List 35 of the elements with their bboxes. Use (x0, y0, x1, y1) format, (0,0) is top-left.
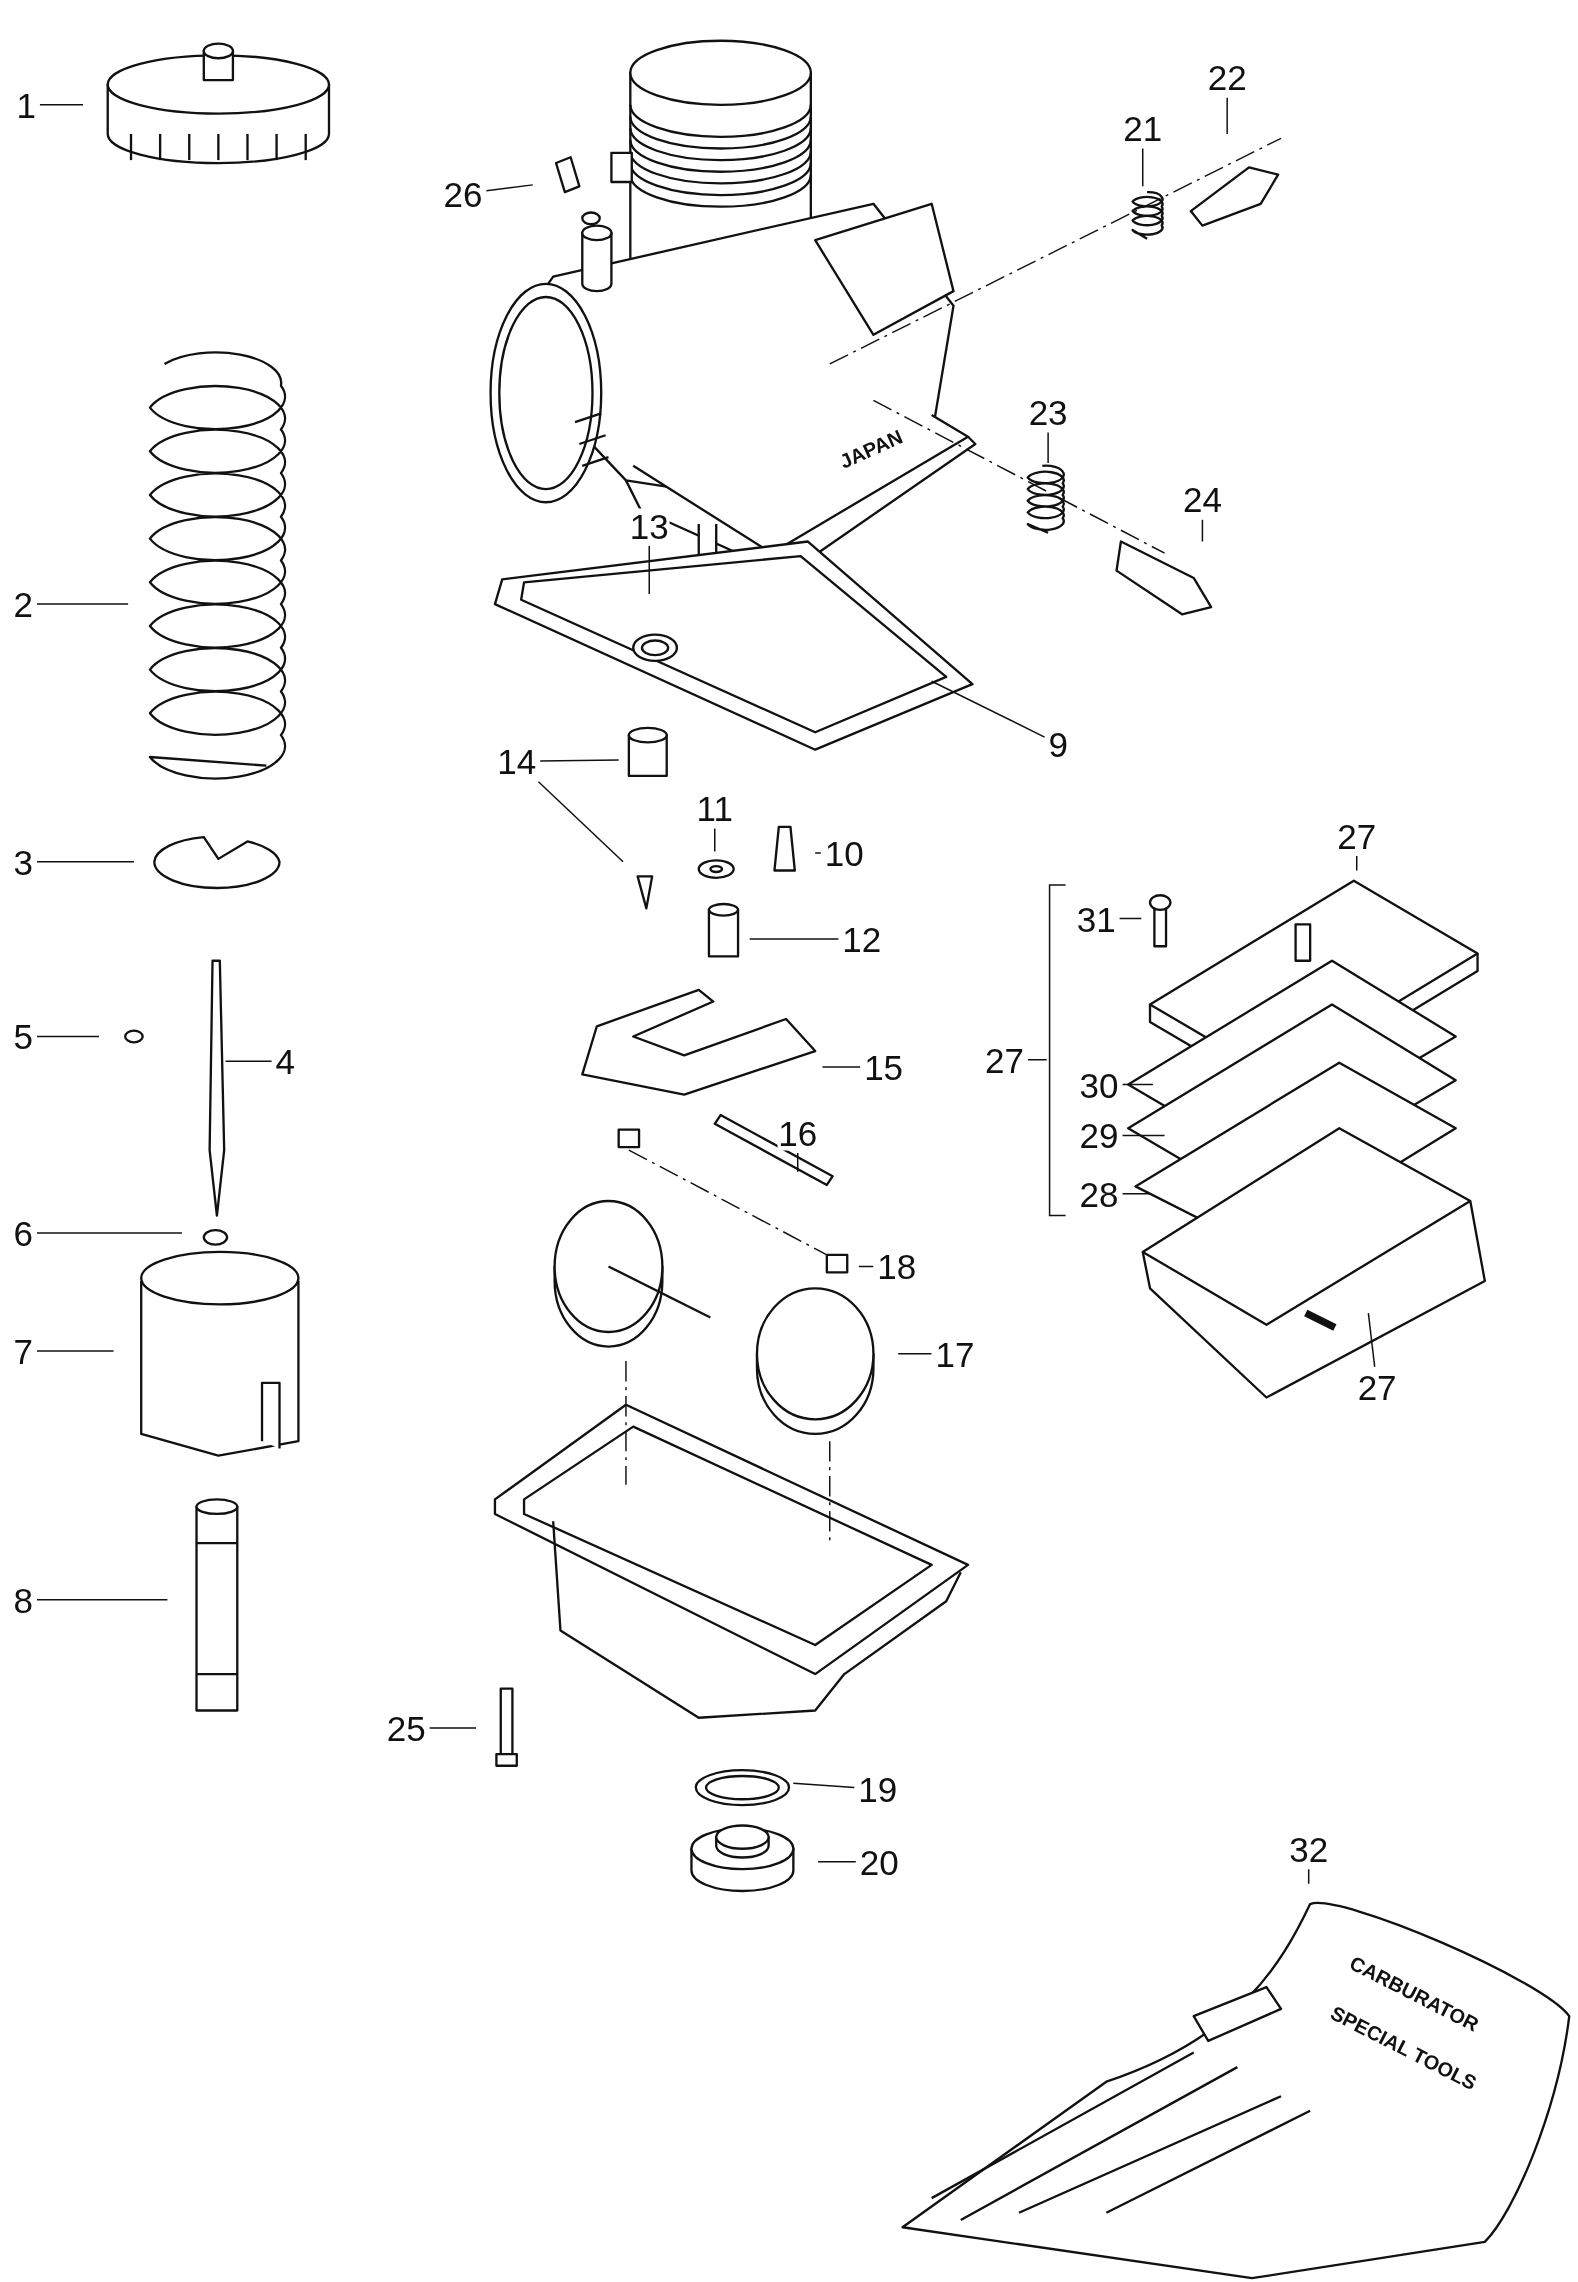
leader-line (1367, 1312, 1376, 1368)
leader-line (748, 938, 840, 940)
leader-line (1121, 1083, 1154, 1086)
leader-line (648, 545, 650, 595)
leader-line (224, 1060, 273, 1062)
leader-line (485, 184, 534, 192)
leader-line (1201, 519, 1204, 543)
leader-line (36, 603, 129, 605)
leader-line (428, 1727, 477, 1729)
leader-line (930, 680, 1046, 738)
leader-line (1307, 1868, 1310, 1885)
leader-line (36, 1232, 183, 1234)
leader-line (1142, 147, 1144, 188)
leader-line (817, 1861, 857, 1863)
leader-line (1121, 1192, 1151, 1195)
leader-line (539, 759, 620, 762)
leader-line (36, 1350, 115, 1352)
leader-line (814, 852, 822, 854)
leader-line (1118, 917, 1143, 920)
leader-line (537, 781, 624, 863)
leader-line (821, 1066, 861, 1068)
leader-line (858, 1265, 874, 1268)
leader-line (36, 1035, 100, 1038)
leader-line (36, 1599, 169, 1601)
leader-line (36, 861, 135, 863)
leader-line (797, 1152, 799, 1173)
leader-line (1226, 96, 1228, 135)
leader-line (792, 1782, 856, 1789)
leader-line (1027, 1059, 1048, 1061)
leader-line (1047, 431, 1049, 464)
leader-line (714, 827, 716, 853)
leader-line (1121, 1134, 1166, 1137)
leader-line (897, 1353, 933, 1355)
leader-line (1356, 855, 1358, 872)
leader-line (39, 104, 84, 106)
